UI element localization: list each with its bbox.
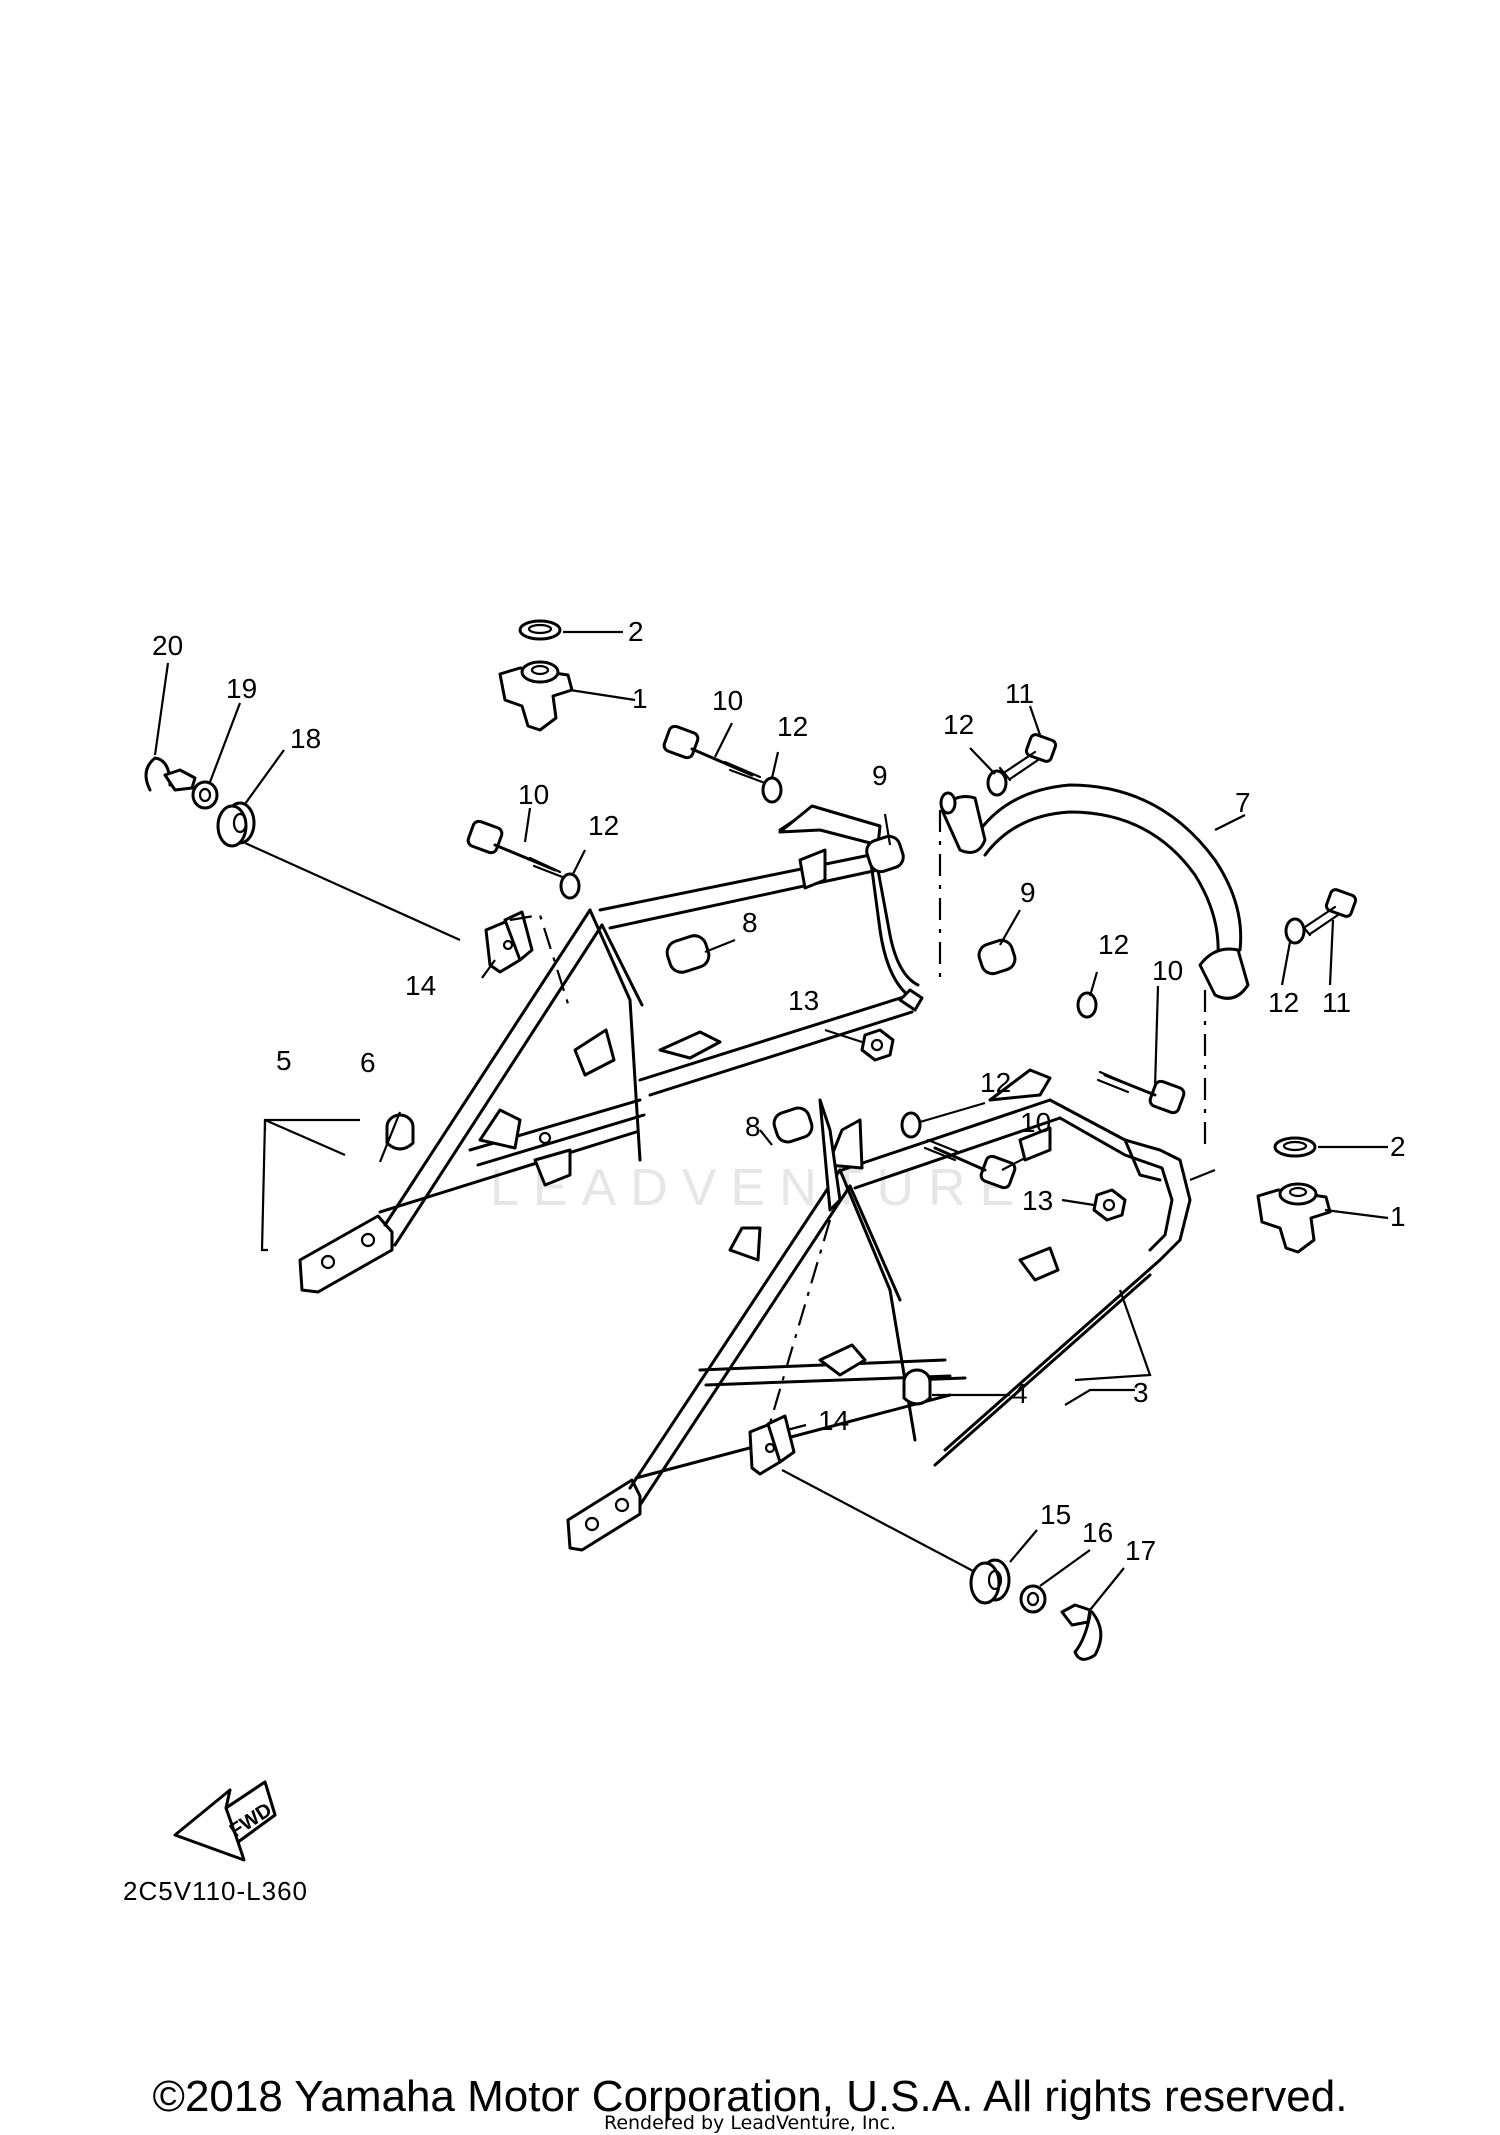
part-9-collar-upper xyxy=(865,834,905,874)
callout-7: 7 xyxy=(1235,787,1251,818)
callout-1-right: 1 xyxy=(1390,1201,1406,1232)
part-19-collar xyxy=(191,780,219,810)
part-20-pin xyxy=(144,756,197,792)
callout-15: 15 xyxy=(1040,1499,1071,1530)
part-13-nut-lower xyxy=(1092,1188,1127,1222)
part-11-bolt-upper xyxy=(998,733,1058,782)
callout-17: 17 xyxy=(1125,1535,1156,1566)
callout-6: 6 xyxy=(360,1047,376,1078)
callout-16: 16 xyxy=(1082,1517,1113,1548)
callout-2-upper: 2 xyxy=(628,616,644,647)
frame-assembly-left xyxy=(298,804,924,1294)
part-1-fastener-upper xyxy=(498,660,574,732)
part-17-pin xyxy=(1060,1603,1103,1661)
rendered-by-notice: Rendered by LeadVenture, Inc. xyxy=(603,2112,897,2134)
callout-10-c: 10 xyxy=(1152,955,1183,986)
part-8-collar-lower xyxy=(772,1106,814,1144)
part-16-collar xyxy=(1019,1584,1047,1614)
callout-5: 5 xyxy=(276,1045,292,1076)
part-12-washer-6 xyxy=(900,1111,922,1139)
callout-4: 4 xyxy=(1012,1378,1028,1409)
part-10-bolt-4 xyxy=(923,1138,1017,1190)
diagram-code: 2C5V110-L360 xyxy=(123,1876,308,1906)
centerline-rear-clip xyxy=(509,913,572,1011)
callout-14-upper: 14 xyxy=(405,970,436,1001)
callout-14-lower: 14 xyxy=(818,1405,849,1436)
callout-10-d: 10 xyxy=(1020,1107,1051,1138)
callout-9-right: 9 xyxy=(1020,877,1036,908)
callout-9-upper: 9 xyxy=(872,760,888,791)
callout-19: 19 xyxy=(226,673,257,704)
callout-labels: 1 1 2 2 3 4 5 6 7 8 8 9 9 10 10 10 10 11… xyxy=(152,616,1406,1566)
callout-8-upper: 8 xyxy=(742,907,758,938)
part-2-washer-right xyxy=(1273,1136,1317,1158)
callout-18: 18 xyxy=(290,723,321,754)
part-12-washer-4 xyxy=(1076,991,1098,1019)
callout-12-a: 12 xyxy=(777,711,808,742)
part-1-fastener-right xyxy=(1256,1182,1332,1254)
part-2-washer-upper xyxy=(518,619,562,641)
leader-lines xyxy=(153,630,1389,1611)
part-4-cap xyxy=(902,1368,932,1406)
centerline-front-clip xyxy=(766,1219,832,1431)
part-10-bolt-1 xyxy=(662,724,767,785)
callout-11-upper: 11 xyxy=(1005,678,1034,709)
part-8-collar-upper xyxy=(665,934,711,974)
part-12-washer-5 xyxy=(1284,917,1306,945)
callout-12-b: 12 xyxy=(588,810,619,841)
part-15-grommet xyxy=(969,1558,1011,1605)
part-12-washer-1 xyxy=(761,776,783,804)
callout-20: 20 xyxy=(152,630,183,661)
callout-12-f: 12 xyxy=(980,1067,1011,1098)
part-10-bolt-2 xyxy=(466,819,567,880)
part-12-washer-2 xyxy=(559,872,581,900)
callout-1-upper: 1 xyxy=(632,683,648,714)
callout-3: 3 xyxy=(1133,1377,1149,1408)
callout-13-lower: 13 xyxy=(1022,1185,1053,1216)
callout-10-a: 10 xyxy=(712,685,743,716)
callout-12-e: 12 xyxy=(1268,987,1299,1018)
frame-assembly-right xyxy=(566,1068,1192,1552)
part-13-nut-upper xyxy=(860,1028,895,1062)
part-18-grommet xyxy=(216,801,256,848)
callout-11-right: 11 xyxy=(1322,987,1351,1018)
fwd-arrow-icon: FWD xyxy=(173,1780,277,1862)
callout-8-lower: 8 xyxy=(745,1111,761,1142)
watermark-text: LEADVENTURE xyxy=(490,1159,1028,1217)
callout-10-b: 10 xyxy=(518,779,549,810)
callout-12-c: 12 xyxy=(943,709,974,740)
part-14-clip-upper xyxy=(484,910,534,974)
callout-12-d: 12 xyxy=(1098,929,1129,960)
part-10-bolt-3 xyxy=(1096,1070,1186,1115)
copyright-notice: ©2018 Yamaha Motor Corporation, U.S.A. A… xyxy=(152,2072,1348,2121)
callout-13-upper: 13 xyxy=(788,985,819,1016)
part-11-bolt-right xyxy=(1298,888,1358,937)
callout-2-right: 2 xyxy=(1390,1131,1406,1162)
part-9-collar-right xyxy=(977,938,1017,976)
part-7-bracket xyxy=(939,783,1250,1000)
part-12-washer-3 xyxy=(986,769,1008,797)
part-14-clip-lower xyxy=(748,1414,796,1476)
